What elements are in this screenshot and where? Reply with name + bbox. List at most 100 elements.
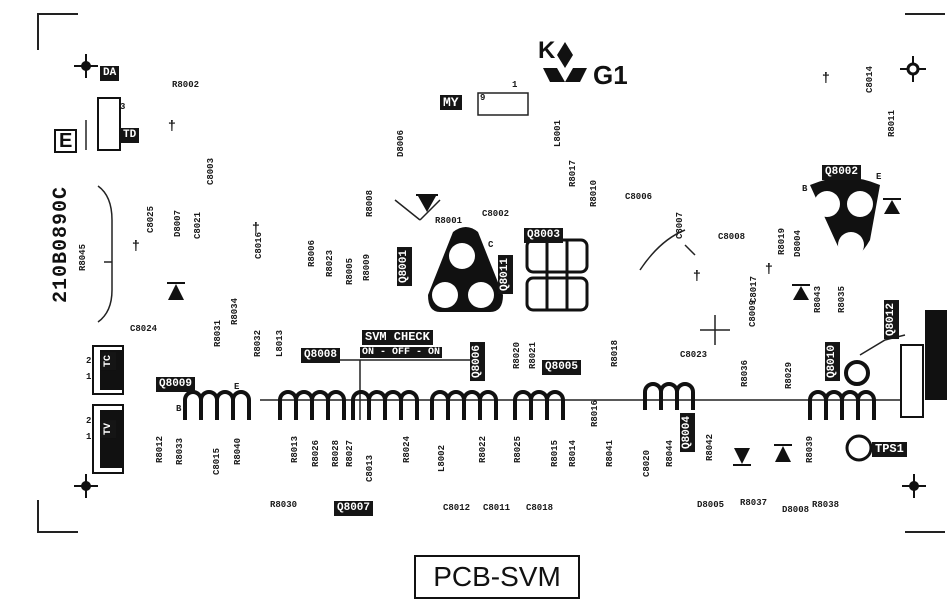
label-c8011: C8011 — [483, 503, 511, 513]
pin-9: 9 — [480, 93, 486, 103]
power-transistor-q8001 — [428, 227, 503, 312]
svg-text:†: † — [765, 260, 773, 276]
tag-q8008: Q8008 — [301, 348, 341, 363]
tag-q8003: Q8003 — [524, 228, 564, 243]
tag-da: DA — [100, 66, 120, 81]
label-r8034: R8034 — [230, 298, 240, 326]
power-transistor-q8002 — [810, 177, 880, 258]
label-r8025: R8025 — [513, 436, 523, 464]
label-r8039: R8039 — [805, 436, 815, 464]
label-r8023: R8023 — [325, 250, 335, 278]
svg-text:†: † — [252, 219, 260, 235]
label-r8027: R8027 — [345, 440, 355, 468]
connector-right — [900, 344, 924, 418]
pin-1: 1 — [512, 80, 518, 90]
label-c8017: C8017 — [749, 276, 759, 304]
pin-e-q8009: E — [234, 382, 240, 392]
label-c8006: C8006 — [625, 192, 653, 202]
connector-da — [97, 97, 121, 151]
label-r8036: R8036 — [740, 360, 750, 388]
tag-q8010: Q8010 — [825, 342, 840, 382]
label-c8009: C8009 — [748, 300, 758, 328]
label-r8033: R8033 — [175, 438, 185, 466]
label-r8042: R8042 — [705, 434, 715, 462]
label-c8003: C8003 — [206, 158, 216, 186]
label-r8017: R8017 — [568, 160, 578, 188]
label-r8045: R8045 — [78, 244, 88, 272]
label-c8014: C8014 — [865, 66, 875, 94]
svg-text:†: † — [168, 117, 176, 133]
label-d8004: D8004 — [793, 230, 803, 258]
pin-3: 3 — [120, 102, 126, 112]
pin-e: E — [876, 172, 882, 182]
label-r8018: R8018 — [610, 340, 620, 368]
tag-svm-check: SVM CHECK — [362, 330, 433, 345]
label-c8008: C8008 — [718, 232, 746, 242]
board-caption: PCB-SVM — [414, 555, 580, 599]
label-d8008: D8008 — [782, 505, 810, 515]
label-r8006: R8006 — [307, 240, 317, 268]
pin-1-tc: 1 — [86, 372, 92, 382]
label-r8035: R8035 — [837, 286, 847, 314]
label-r8008: R8008 — [365, 190, 375, 218]
label-c8018: C8018 — [526, 503, 554, 513]
label-d8006: D8006 — [396, 130, 406, 158]
pin-b: B — [802, 184, 808, 194]
label-r8043: R8043 — [813, 286, 823, 314]
label-c8002: C8002 — [482, 209, 510, 219]
label-r8013: R8013 — [290, 436, 300, 464]
connector-right-fill — [925, 310, 947, 400]
label-r8026: R8026 — [311, 440, 321, 468]
pin-2-tv: 2 — [86, 416, 92, 426]
label-c8016: C8016 — [254, 232, 264, 260]
pin-2-tc: 2 — [86, 356, 92, 366]
tag-q8012: Q8012 — [884, 300, 899, 340]
label-c8021: C8021 — [193, 212, 203, 240]
crosshair-icon — [900, 56, 926, 82]
label-r8040: R8040 — [233, 438, 243, 466]
brand-mark: K — [538, 37, 556, 64]
label-r8032: R8032 — [253, 330, 263, 358]
label-r8021: R8021 — [528, 342, 538, 370]
board-code: 210B0890C — [50, 186, 73, 304]
label-c8012: C8012 — [443, 503, 471, 513]
pin-1-tv: 1 — [86, 432, 92, 442]
crosshair-icon — [74, 474, 98, 498]
label-r8037: R8037 — [740, 498, 768, 508]
pcb-board: ††† ††† E 210B0890C K G1 DA TD MY SVM CH… — [37, 13, 947, 533]
label-r8022: R8022 — [478, 436, 488, 464]
crosshair-icon — [902, 474, 926, 498]
tag-q8005: Q8005 — [542, 360, 582, 375]
label-l8002: L8002 — [437, 445, 447, 473]
connector-tv-fill — [100, 410, 122, 468]
tag-q8002: Q8002 — [822, 165, 862, 180]
label-r8005: R8005 — [345, 258, 355, 286]
label-r8041: R8041 — [605, 440, 615, 468]
label-r8031: R8031 — [213, 320, 223, 348]
label-c8023: C8023 — [680, 350, 708, 360]
label-d8007: D8007 — [173, 210, 183, 238]
diode-icons — [167, 194, 901, 466]
tag-tps1: TPS1 — [872, 442, 907, 457]
tag-q8007: Q8007 — [334, 501, 374, 516]
svg-text:†: † — [132, 237, 140, 253]
brand-rev: G1 — [593, 60, 628, 90]
label-r8011: R8011 — [887, 110, 897, 138]
pcb-artwork: ††† ††† — [37, 13, 947, 533]
label-c8020: C8020 — [642, 450, 652, 478]
tag-my: MY — [440, 95, 462, 110]
label-c8015: C8015 — [212, 448, 222, 476]
trace-lines — [85, 92, 906, 420]
label-r8016: R8016 — [590, 400, 600, 428]
corner-brackets — [37, 13, 945, 533]
small-transistor-pads — [183, 382, 876, 420]
label-r8001: R8001 — [435, 216, 463, 226]
svg-text:†: † — [693, 267, 701, 283]
crosshair-icon — [74, 54, 98, 78]
label-r8012: R8012 — [155, 436, 165, 464]
tag-q8006: Q8006 — [470, 342, 485, 382]
label-c8007: C8007 — [675, 212, 685, 240]
label-r8019: R8019 — [777, 228, 787, 256]
tag-tc: TC — [101, 352, 116, 371]
label-c8025: C8025 — [146, 206, 156, 234]
